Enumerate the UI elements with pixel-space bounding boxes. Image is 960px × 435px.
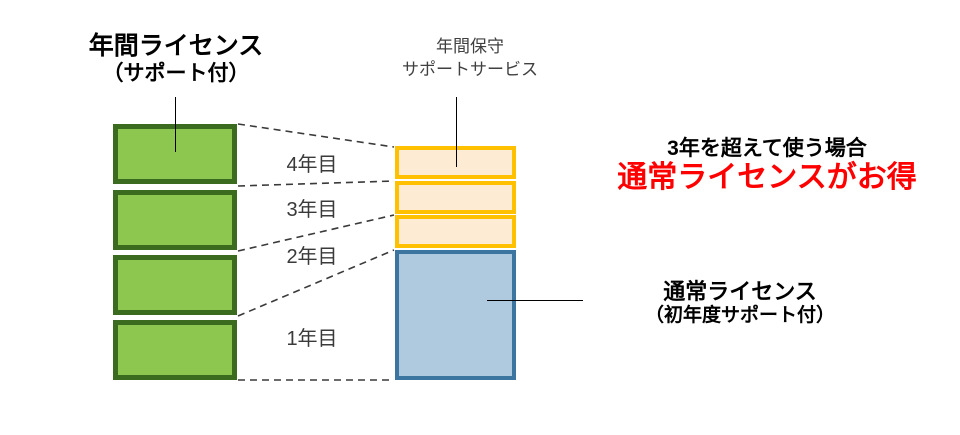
connector-4-3 xyxy=(237,180,395,187)
year-label-3: 3年目 xyxy=(286,199,338,221)
maintenance-box-year-2[interactable] xyxy=(395,215,516,248)
callout-line1: 3年を超えて使う場合 xyxy=(667,137,867,160)
callout-line2: 通常ライセンスがお得 xyxy=(617,160,917,194)
normal-license-label: 通常ライセンス （初年度サポート付） xyxy=(585,279,895,328)
annual-license-box-year-1[interactable] xyxy=(113,320,237,380)
normal-license-base-box[interactable] xyxy=(395,250,516,380)
maintenance-service-leader-line xyxy=(456,97,457,167)
callout-message: 3年を超えて使う場合 通常ライセンスがお得 xyxy=(592,137,942,194)
annual-license-label: 年間ライセンス （サポート付） xyxy=(62,32,290,86)
year-label-4: 4年目 xyxy=(286,154,338,176)
maintenance-service-label-line1: 年間保守 xyxy=(436,37,504,56)
maintenance-box-year-4[interactable] xyxy=(395,146,516,179)
annual-license-leader-line xyxy=(175,97,176,152)
year-label-1: 1年目 xyxy=(286,328,338,350)
normal-license-leader-line xyxy=(487,300,583,301)
annual-license-label-line2: （サポート付） xyxy=(102,61,250,85)
connector-top xyxy=(237,123,395,148)
annual-license-box-year-2[interactable] xyxy=(113,255,237,315)
maintenance-box-year-3[interactable] xyxy=(395,181,516,214)
maintenance-service-label: 年間保守 サポートサービス xyxy=(370,36,570,82)
year-label-2: 2年目 xyxy=(286,246,338,268)
annual-license-label-line1: 年間ライセンス xyxy=(88,32,264,60)
normal-license-label-line2: （初年度サポート付） xyxy=(644,305,835,327)
normal-license-label-line1: 通常ライセンス xyxy=(663,279,817,304)
maintenance-service-label-line2: サポートサービス xyxy=(402,59,538,79)
annual-license-box-year-3[interactable] xyxy=(113,190,237,250)
